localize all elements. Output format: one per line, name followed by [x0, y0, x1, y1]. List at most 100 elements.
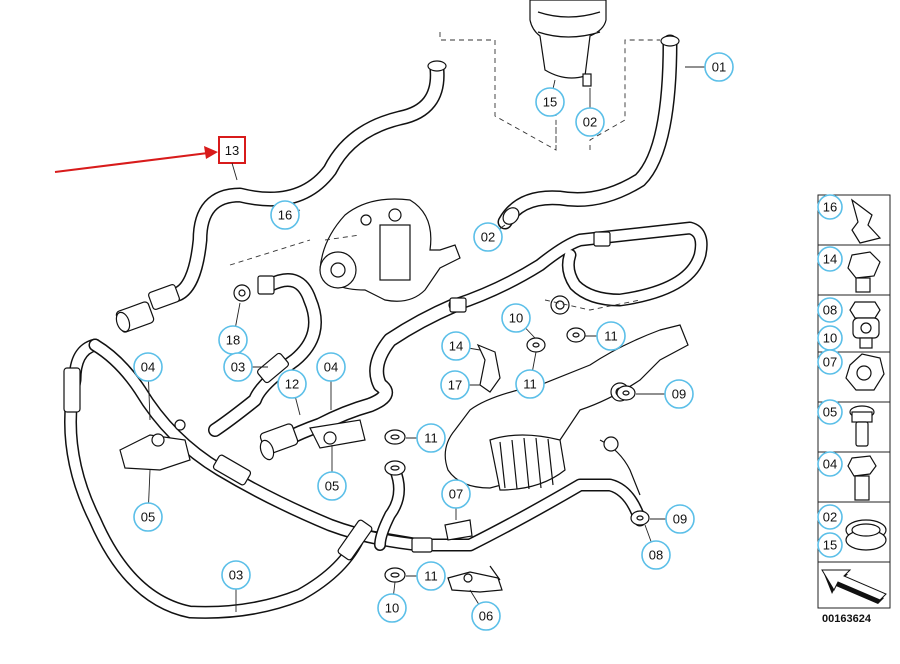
hose-clamp-icon	[845, 519, 887, 551]
legend-callout-circle	[817, 532, 843, 558]
clip-icon	[850, 198, 882, 244]
callout-circle	[441, 331, 471, 361]
hose-bracket-left	[119, 419, 191, 471]
callout-circle	[277, 369, 307, 399]
callout-05: 05	[317, 445, 347, 501]
bracket-07	[444, 519, 473, 541]
legend-callout-circle	[817, 194, 843, 220]
callout-09: 09	[636, 379, 694, 409]
callout-label: 11	[424, 431, 438, 446]
callout-label: 05	[141, 510, 155, 525]
legend-callout-label: 02	[823, 510, 837, 525]
callout-label: 11	[424, 569, 438, 584]
callout-11: 11	[515, 351, 545, 399]
legend-callout-circle	[817, 349, 843, 375]
callout-label: 07	[449, 487, 463, 502]
highlight-label-13: 13	[218, 136, 246, 181]
callout-circle	[377, 593, 407, 623]
callout-06: 06	[469, 589, 501, 631]
callout-circle	[473, 222, 503, 252]
callout-11: 11	[406, 561, 446, 591]
callout-label: 11	[523, 377, 537, 392]
legend-callout-02: 02	[817, 504, 843, 530]
callout-label: 15	[543, 95, 557, 110]
legend-callout-circle	[817, 297, 843, 323]
callout-label: 04	[141, 360, 155, 375]
callout-label: 03	[229, 568, 243, 583]
legend-callout-07: 07	[817, 349, 843, 375]
washer-18	[233, 284, 251, 302]
hex-bolt-icon	[847, 251, 881, 293]
callout-circle	[575, 107, 605, 137]
callout-02: 02	[575, 88, 605, 137]
callout-03: 03	[221, 560, 251, 612]
callout-08: 08	[641, 524, 671, 570]
callout-label: 04	[324, 360, 338, 375]
callout-10: 10	[377, 581, 407, 623]
reservoir-outline-dashed	[439, 32, 660, 151]
callout-label: 02	[583, 115, 597, 130]
legend-callout-05: 05	[817, 399, 843, 425]
callout-label: 14	[449, 339, 463, 354]
lower-return-hose	[63, 338, 647, 619]
callout-circle	[316, 352, 346, 382]
callout-01: 01	[685, 52, 734, 82]
callout-circle	[133, 352, 163, 382]
steering-pump	[319, 198, 461, 302]
reference-dashed-16	[229, 234, 361, 266]
callout-circle	[416, 561, 446, 591]
washer-11-lower	[384, 567, 406, 583]
callout-07: 07	[441, 479, 471, 520]
pressure-hose	[208, 273, 463, 461]
callout-circle	[441, 479, 471, 509]
callout-circle	[535, 87, 565, 117]
callout-11: 11	[406, 423, 446, 453]
callout-label: 09	[672, 387, 686, 402]
washer-10-upper	[526, 337, 546, 353]
callout-circle	[501, 303, 531, 333]
callout-label: 17	[448, 378, 462, 393]
banjo-bolt-icon	[849, 301, 881, 349]
callout-label: 11	[604, 329, 618, 344]
rack-feed-hose	[448, 221, 708, 315]
callout-label: 01	[712, 60, 726, 75]
legend-callout-14: 14	[817, 246, 843, 272]
legend-callout-circle	[817, 451, 843, 477]
highlight-arrow	[54, 146, 218, 173]
callout-label: 12	[285, 377, 299, 392]
highlight-label-text: 13	[225, 143, 239, 158]
washer-11-mid	[384, 429, 406, 445]
legend-callout-15: 15	[817, 532, 843, 558]
callout-circle	[221, 560, 251, 590]
callout-label: 06	[479, 609, 493, 624]
bracket-17	[476, 343, 501, 393]
callout-label: 10	[509, 311, 523, 326]
callout-circle	[665, 504, 695, 534]
reference-dashed-pump	[544, 299, 641, 311]
callout-03: 03	[223, 352, 268, 382]
fastener-legend	[817, 194, 891, 609]
washer-09-lower	[630, 510, 650, 526]
legend-callout-label: 05	[823, 405, 837, 420]
callout-11: 11	[585, 321, 626, 351]
legend-callout-label: 14	[823, 252, 837, 267]
callout-05: 05	[133, 469, 163, 532]
callout-02: 02	[473, 222, 506, 252]
callout-09: 09	[650, 504, 695, 534]
legend-callout-label: 10	[823, 331, 837, 346]
legend-callout-label: 04	[823, 457, 837, 472]
return-hose-01	[497, 34, 680, 230]
legend-callout-circle	[817, 246, 843, 272]
legend-callout-10: 10	[817, 325, 843, 351]
callout-circle	[317, 471, 347, 501]
legend-callout-label: 16	[823, 200, 837, 215]
callout-label: 16	[278, 208, 292, 223]
callout-04: 04	[133, 352, 163, 421]
legend-callout-04: 04	[817, 451, 843, 477]
washer-10-lower	[384, 460, 406, 476]
callout-17: 17	[440, 370, 480, 400]
hose-bracket-06	[447, 565, 503, 593]
legend-callout-circle	[817, 504, 843, 530]
